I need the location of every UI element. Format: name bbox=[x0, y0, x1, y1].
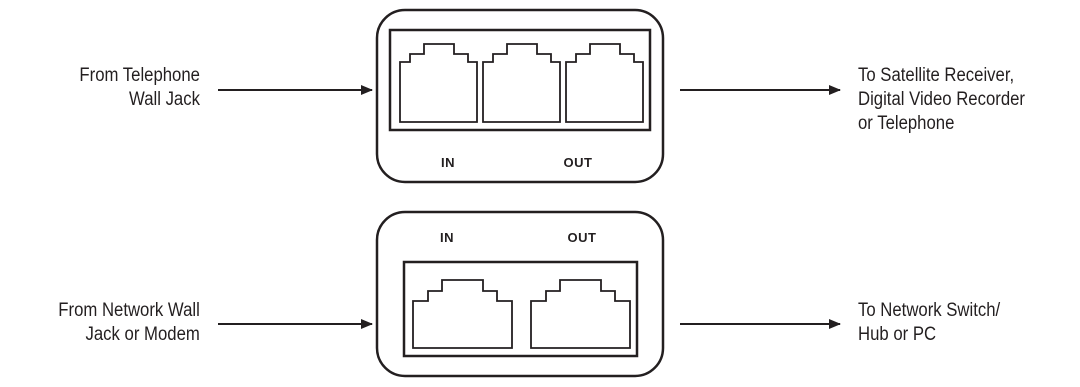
telephone-source-line-1: From Telephone bbox=[79, 65, 200, 86]
network-port-in bbox=[412, 279, 513, 349]
network-destination-label: To Network Switch/ Hub or PC bbox=[858, 299, 1000, 347]
network-port-out bbox=[530, 279, 631, 349]
network-port-frame bbox=[402, 260, 639, 358]
network-in-port-label: IN bbox=[440, 230, 454, 245]
phone-adapter-outline bbox=[375, 8, 665, 184]
telephone-destination-line-3: or Telephone bbox=[858, 113, 955, 134]
telephone-destination-line-1: To Satellite Receiver, bbox=[858, 65, 1015, 86]
network-source-line-1: From Network Wall bbox=[58, 300, 200, 321]
phone-port-out-1 bbox=[482, 43, 561, 123]
phone-port-frame bbox=[388, 28, 652, 132]
network-adapter-panel bbox=[375, 210, 665, 378]
network-source-label: From Network Wall Jack or Modem bbox=[58, 299, 200, 347]
phone-in-port-label: IN bbox=[441, 155, 455, 170]
network-source-line-2: Jack or Modem bbox=[85, 324, 200, 345]
telephone-destination-label: To Satellite Receiver, Digital Video Rec… bbox=[858, 64, 1025, 136]
phone-out-port-label: OUT bbox=[563, 155, 593, 170]
telephone-destination-line-2: Digital Video Recorder bbox=[858, 89, 1025, 110]
network-adapter-outline bbox=[375, 210, 665, 378]
phone-adapter-panel bbox=[375, 8, 665, 184]
phone-port-in bbox=[399, 43, 478, 123]
telephone-source-label: From Telephone Wall Jack bbox=[79, 64, 200, 112]
phone-port-out-2 bbox=[565, 43, 644, 123]
network-destination-line-2: Hub or PC bbox=[858, 324, 937, 345]
network-destination-line-1: To Network Switch/ bbox=[858, 300, 1001, 321]
network-out-port-label: OUT bbox=[567, 230, 597, 245]
telephone-source-line-2: Wall Jack bbox=[129, 89, 200, 110]
